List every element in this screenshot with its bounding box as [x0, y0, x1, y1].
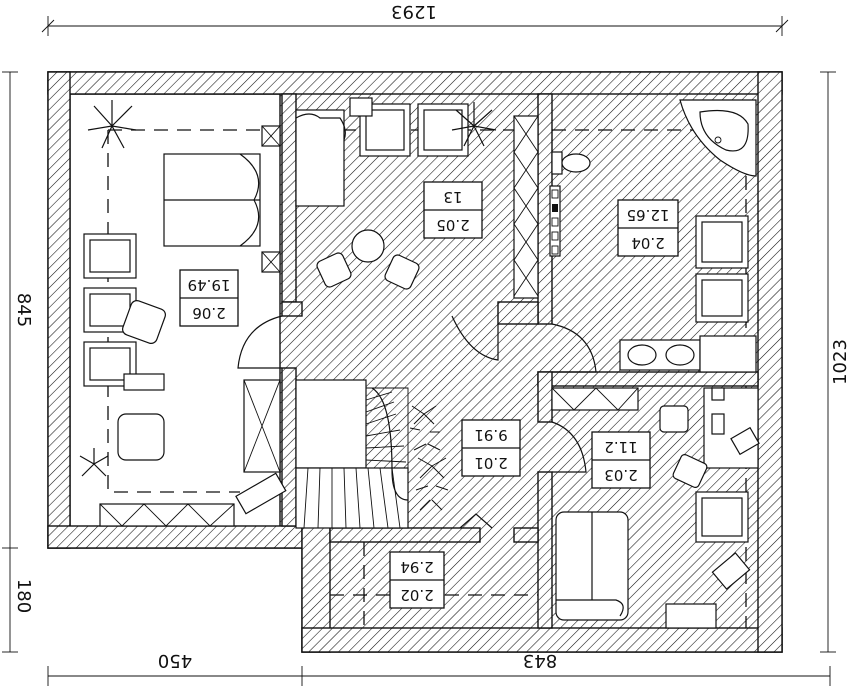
dimension-right-label: 1023: [830, 339, 851, 385]
double-sink: [619, 335, 757, 373]
room-id-label: 2.03: [604, 466, 637, 484]
table-2-05: [316, 229, 420, 290]
room-tag-2-03: 11.2 2.03: [591, 431, 651, 489]
corner-bath: [679, 99, 757, 177]
room-tag-2-04: 12.65 2.04: [617, 199, 679, 257]
room-area-label: 12.65: [627, 206, 670, 224]
room-area-label: 19.49: [188, 276, 231, 294]
shelf-bottom-left: [99, 472, 287, 527]
dimension-right: 1023: [820, 71, 851, 653]
dimension-left-lower-label: 180: [13, 579, 34, 613]
room-area-label: 2.94: [400, 558, 433, 576]
shelf-2-05: [513, 115, 539, 299]
room-tag-2-01: 9.91 2.01: [461, 419, 521, 477]
room-tag-2-06: 19.49 2.06: [179, 269, 239, 327]
toilet: [551, 151, 591, 175]
room-tag-2-05: 13 2.05: [423, 181, 483, 239]
room-id-label: 2.06: [192, 304, 225, 322]
windows-2-04: [695, 215, 749, 323]
bed-2-03: [555, 511, 629, 621]
room-id-label: 2.01: [474, 454, 507, 472]
doors: [237, 315, 597, 529]
stairs: [295, 379, 409, 529]
windows-left: [83, 233, 137, 387]
wall-bands: [47, 71, 783, 653]
nightstands: [261, 125, 281, 273]
room-area-label: 13: [443, 188, 462, 206]
room-tag-2-02: 2.94 2.02: [389, 551, 445, 609]
dimension-top-label: 1293: [391, 1, 437, 22]
dimension-left-main-label: 845: [13, 293, 34, 327]
dimension-top: 1293: [41, 1, 789, 36]
dimension-bottom: 450 843: [47, 650, 831, 686]
room-id-label: 2.05: [436, 216, 469, 234]
desk-2-03: [659, 387, 760, 488]
wardrobe: [243, 379, 281, 473]
room-id-label: 2.04: [631, 234, 664, 252]
bed: [163, 153, 261, 247]
room-area-label: 9.91: [474, 426, 507, 444]
plants-hall: [409, 405, 449, 511]
dimension-bottom-right-label: 843: [523, 650, 557, 671]
room-area-label: 11.2: [604, 438, 637, 456]
bath-fixtures: [549, 185, 561, 257]
shelf-2-03: [551, 387, 639, 411]
plant-icons-left: [79, 100, 137, 477]
desk-2-05: [295, 109, 346, 207]
armchairs-left: [117, 300, 166, 461]
plant-icon-2-05: [451, 102, 497, 147]
windows-2-03: [695, 491, 749, 543]
cabinet-2-03: [665, 552, 751, 629]
windows-2-05: [349, 97, 469, 157]
dimension-bottom-left-label: 450: [158, 650, 192, 671]
dimension-left: 845 180: [2, 71, 34, 653]
room-id-label: 2.02: [400, 586, 433, 604]
